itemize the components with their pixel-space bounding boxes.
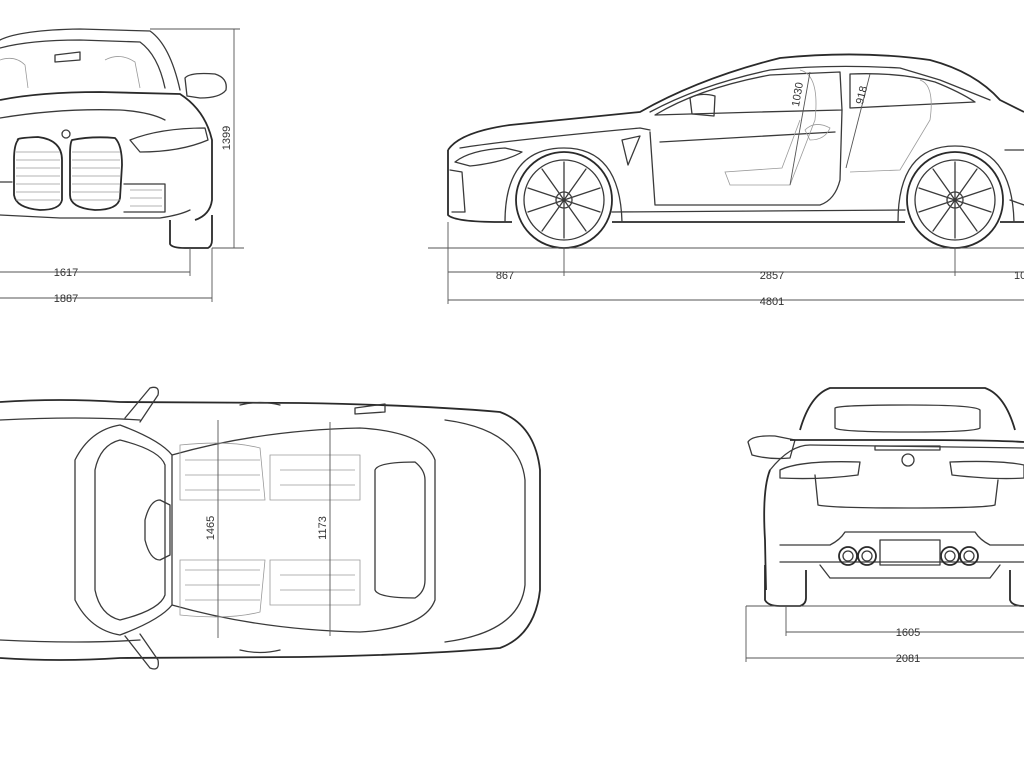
front-shoulder-label: 1465 xyxy=(205,516,217,540)
rear-width-with-mirrors-label: 2081 xyxy=(896,653,920,665)
height-label: 1399 xyxy=(221,126,233,150)
rear-view xyxy=(747,387,1024,607)
length-label: 4801 xyxy=(760,296,784,308)
front-track-label: 1617 xyxy=(54,267,78,279)
wheelbase-label: 2857 xyxy=(760,270,784,282)
rear-track-label: 1605 xyxy=(896,627,920,639)
rear-headroom-label: 918 xyxy=(854,85,870,106)
rear-shoulder-label: 1173 xyxy=(317,516,329,540)
front-overhang-label: 867 xyxy=(496,270,514,282)
top-view xyxy=(0,386,541,670)
side-view xyxy=(447,53,1024,249)
width-with-mirrors-label: 1887 xyxy=(54,293,78,305)
rear-view-dimensions xyxy=(745,605,1024,662)
front-view-dimensions xyxy=(0,28,244,302)
side-view-dimensions xyxy=(428,222,1024,304)
front-headroom-label: 1030 xyxy=(790,81,806,107)
front-view xyxy=(0,28,227,249)
rear-overhang-label: 10 xyxy=(1014,270,1024,282)
